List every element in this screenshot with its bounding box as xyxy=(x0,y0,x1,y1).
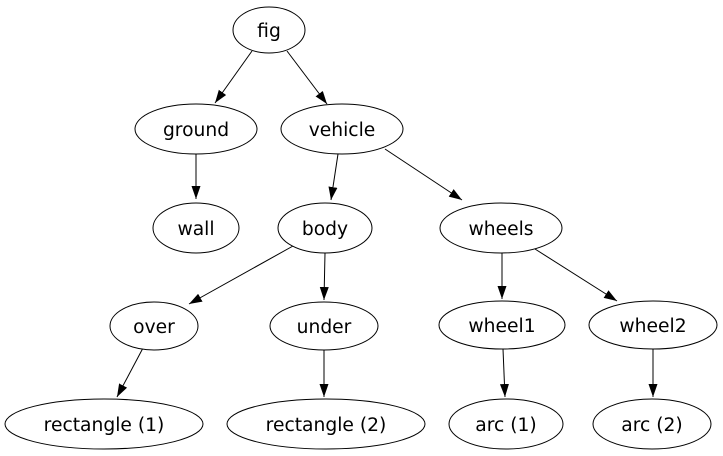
node-over-shape xyxy=(109,301,199,351)
node-wheel1: wheel1 xyxy=(438,300,566,350)
node-over-label: over xyxy=(133,317,175,338)
node-rectangle1-shape xyxy=(4,398,204,450)
node-wheels: wheels xyxy=(439,202,563,254)
node-ground-label: ground xyxy=(163,120,229,141)
edge-vehicle-to-wheels xyxy=(384,148,463,201)
node-arc2-shape xyxy=(592,398,712,450)
edge-fig-to-ground xyxy=(214,50,253,104)
node-rectangle2-shape xyxy=(226,398,426,450)
node-vehicle-label: vehicle xyxy=(309,120,376,141)
node-wall: wall xyxy=(152,202,240,254)
node-wall-label: wall xyxy=(177,219,214,240)
edge-over-to-rectangle1 xyxy=(116,347,144,398)
node-wall-shape xyxy=(152,202,240,254)
edge-body-to-under xyxy=(319,252,329,301)
node-arc2: arc (2) xyxy=(592,398,712,450)
node-under-label: under xyxy=(297,317,352,338)
node-arc2-label: arc (2) xyxy=(621,415,682,436)
node-over: over xyxy=(109,301,199,351)
node-ground-shape xyxy=(134,103,258,155)
node-under: under xyxy=(269,301,379,351)
node-vehicle-shape xyxy=(280,103,404,155)
node-wheel2: wheel2 xyxy=(588,300,718,350)
node-ground: ground xyxy=(134,103,258,155)
edge-body-to-over xyxy=(188,245,294,305)
edge-fig-to-vehicle xyxy=(286,50,328,105)
node-wheel2-label: wheel2 xyxy=(619,316,686,337)
edge-wheel1-to-arc1 xyxy=(499,348,509,398)
node-rectangle1-label: rectangle (1) xyxy=(44,415,165,436)
node-fig: fig xyxy=(232,6,306,54)
node-body-label: body xyxy=(302,219,348,240)
node-arc1-label: arc (1) xyxy=(475,415,536,436)
node-arc1-shape xyxy=(448,398,564,450)
node-body: body xyxy=(277,202,373,254)
edge-wheels-to-wheel2 xyxy=(534,248,618,302)
node-fig-label: fig xyxy=(257,21,281,42)
node-wheels-label: wheels xyxy=(468,219,533,240)
node-fig-shape xyxy=(232,6,306,54)
node-wheel1-shape xyxy=(438,300,566,350)
node-wheel1-label: wheel1 xyxy=(468,316,535,337)
edge-vehicle-to-body xyxy=(328,153,339,201)
node-wheels-shape xyxy=(439,202,563,254)
node-rectangle2-label: rectangle (2) xyxy=(266,415,387,436)
node-rectangle2: rectangle (2) xyxy=(226,398,426,450)
node-body-shape xyxy=(277,202,373,254)
node-arc1: arc (1) xyxy=(448,398,564,450)
node-under-shape xyxy=(269,301,379,351)
node-rectangle1: rectangle (1) xyxy=(4,398,204,450)
node-vehicle: vehicle xyxy=(280,103,404,155)
node-wheel2-shape xyxy=(588,300,718,350)
